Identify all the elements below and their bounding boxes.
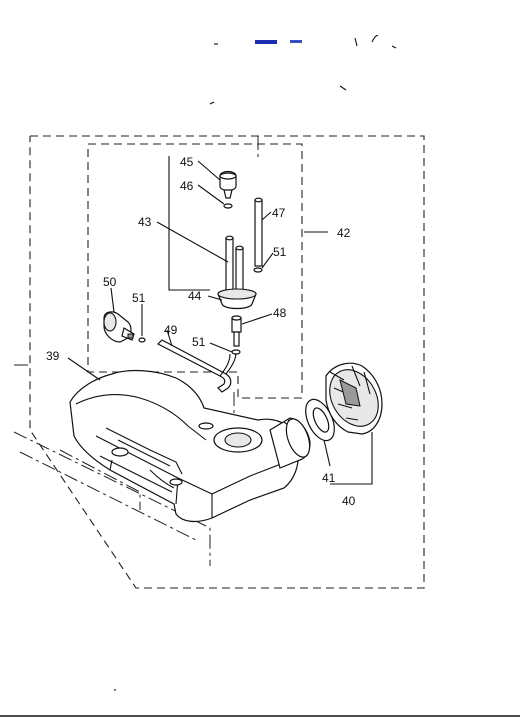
vent-cap [219, 170, 237, 199]
pipe-43-left [225, 237, 234, 297]
leader-46 [197, 184, 225, 205]
fitting-48-lower [233, 331, 240, 347]
fuel-cap [325, 362, 383, 435]
scan-artifacts [209, 35, 397, 105]
construction-lines [13, 136, 259, 566]
label-41: 41 [322, 471, 336, 485]
artifact-tick-2 [391, 45, 397, 49]
leader-44 [207, 295, 223, 301]
label-46: 46 [180, 179, 194, 193]
label-51-upper: 51 [273, 245, 287, 259]
fuel-tank-top-ridge [75, 394, 207, 441]
fuel-tank-inner-recess [105, 427, 183, 475]
label-51-lower: 51 [192, 335, 206, 349]
artifact-tick-3 [209, 101, 215, 105]
fuel-tank-neck-rim [285, 418, 311, 458]
part-number-labels: 45 46 43 44 47 51 48 51 49 51 50 39 42 4… [46, 155, 356, 508]
fuel-filter-end [103, 312, 117, 332]
clip-51-left [138, 337, 146, 343]
clip-51-lower-ring [231, 349, 241, 355]
grommet-44 [217, 288, 257, 310]
fuel-tank-mount-hole [111, 447, 129, 457]
construction-line-3 [59, 449, 141, 510]
fuel-tank-vent-hole [198, 422, 214, 430]
label-51-left: 51 [132, 291, 146, 305]
construction-line-1 [13, 431, 211, 566]
fuel-tank-mount-hole-2 [169, 478, 183, 486]
fuel-tank [69, 369, 311, 523]
vent-pipe-47-tube [254, 199, 263, 267]
fuel-tank-opening-inner [224, 432, 252, 448]
fuel-tank-body [69, 369, 299, 523]
label-48: 48 [273, 306, 287, 320]
leader-41 [323, 439, 331, 467]
vent-pipe-47 [254, 197, 263, 267]
label-40: 40 [342, 494, 356, 508]
vent-cap-stem [223, 189, 233, 199]
fitting-48-top [231, 315, 242, 321]
label-45: 45 [180, 155, 194, 169]
vent-cap-top [219, 172, 237, 180]
leader-40 [348, 432, 373, 485]
leader-lines [67, 156, 373, 485]
label-47: 47 [272, 206, 286, 220]
vent-pipe-47-top [254, 197, 263, 203]
leader-45 [197, 160, 221, 181]
leader-49 [166, 329, 173, 347]
gasket [305, 398, 335, 442]
blue-artifact-mark [255, 40, 277, 44]
leader-50 [110, 287, 115, 313]
fuel-cap-grip-recess [339, 379, 361, 407]
clip-51-upper-ring [253, 267, 263, 273]
pipe-43-right-top [235, 245, 244, 251]
artifact-curve [371, 35, 379, 43]
leader-47 [261, 211, 272, 221]
grommet-44-top [217, 288, 257, 300]
construction-line-2 [19, 451, 197, 541]
leader-frame-45-44 [168, 156, 210, 291]
leader-51-lower [209, 342, 233, 353]
label-42: 42 [337, 226, 351, 240]
label-44: 44 [188, 289, 202, 303]
leader-43 [156, 221, 229, 263]
pick-up-pipes [225, 235, 244, 297]
label-50: 50 [103, 275, 117, 289]
artifact-tick [354, 37, 358, 47]
leader-39 [67, 357, 101, 381]
leader-51-upper [261, 252, 274, 269]
fuel-tank-bottom-edge [109, 459, 175, 489]
label-43: 43 [138, 215, 152, 229]
fuel-filter [103, 311, 135, 343]
label-49: 49 [164, 323, 178, 337]
artifact-tick-4 [339, 85, 347, 91]
gasket-inner-ring [312, 407, 330, 433]
fuel-hose [156, 339, 232, 393]
leader-48 [241, 313, 273, 325]
clip-46-ring [223, 203, 233, 209]
pipe-43-left-top [225, 235, 234, 241]
fitting-48 [231, 315, 242, 347]
blue-artifact-mark-2 [290, 40, 302, 43]
clip-51-left-ring [138, 337, 146, 343]
fuel-cap-grip-ribs [329, 365, 371, 421]
fuel-filter-tip [127, 333, 134, 339]
label-39: 39 [46, 349, 60, 363]
outer-dashed-boundary [29, 135, 425, 589]
